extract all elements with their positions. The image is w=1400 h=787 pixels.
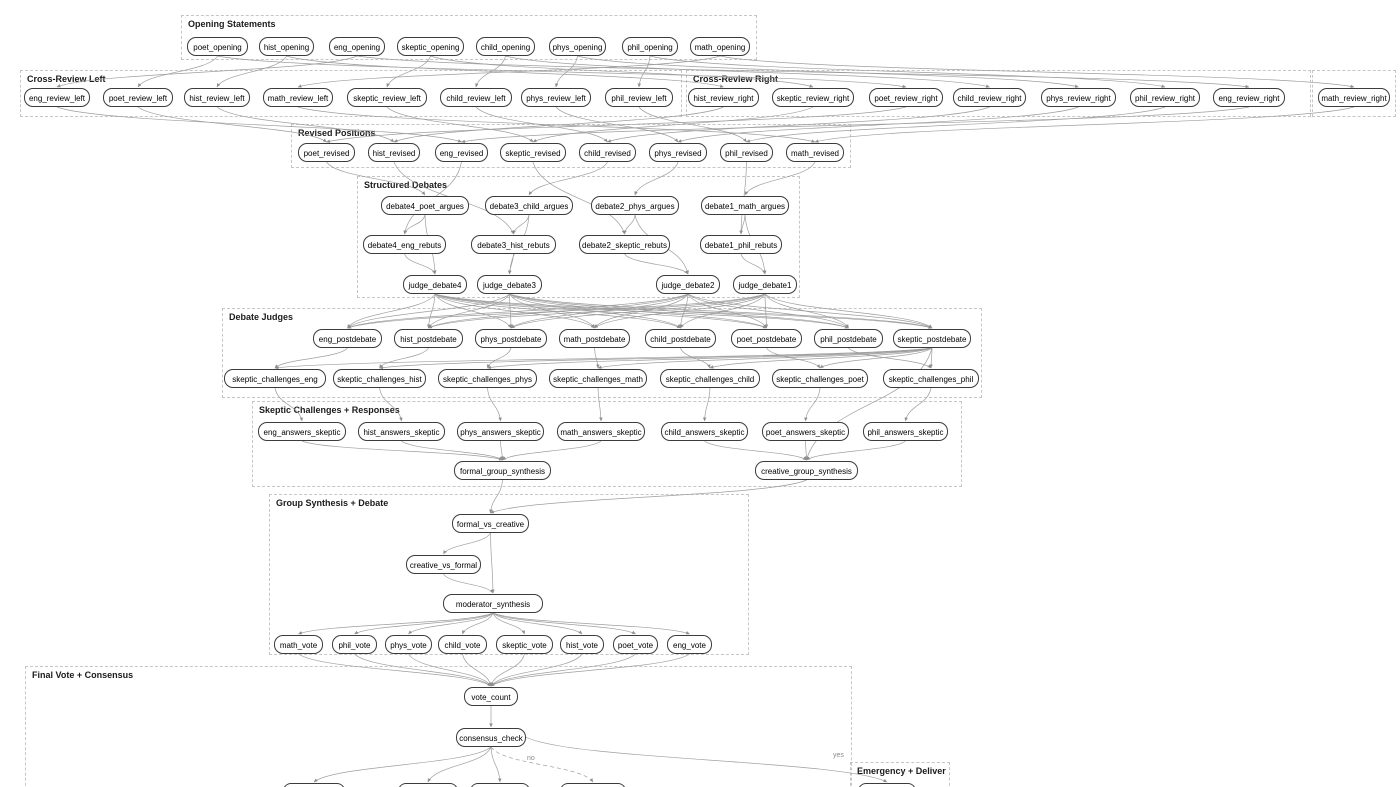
node-skeptic_challenges_phys: skeptic_challenges_phys [438, 369, 537, 388]
node-math_review_right: math_review_right [1318, 88, 1390, 107]
node-phys_vote: phys_vote [385, 635, 432, 654]
node-eng_review_right: eng_review_right [1213, 88, 1285, 107]
node-skeptic_revised: skeptic_revised [500, 143, 566, 162]
node-math_answers_skeptic: math_answers_skeptic [557, 422, 645, 441]
node-stub_a [283, 783, 345, 787]
node-phil_postdebate: phil_postdebate [814, 329, 883, 348]
node-skeptic_challenges_child: skeptic_challenges_child [660, 369, 760, 388]
cluster-label-group-synthesis-debate: Group Synthesis + Debate [276, 498, 389, 508]
node-stub_c [470, 783, 530, 787]
node-child_revised: child_revised [579, 143, 636, 162]
node-poet_postdebate: poet_postdebate [731, 329, 802, 348]
node-phys_answers_skeptic: phys_answers_skeptic [457, 422, 544, 441]
node-phil_revised: phil_revised [720, 143, 773, 162]
cluster-label-skeptic-challenges-responses: Skeptic Challenges + Responses [259, 405, 400, 415]
node-hist_vote: hist_vote [560, 635, 604, 654]
cluster-label-final-vote-consensus: Final Vote + Consensus [32, 670, 134, 680]
node-debate4_poet_argues: debate4_poet_argues [381, 196, 469, 215]
node-debate2_phys_argues: debate2_phys_argues [591, 196, 679, 215]
node-skeptic_challenges_eng: skeptic_challenges_eng [224, 369, 326, 388]
node-skeptic_challenges_hist: skeptic_challenges_hist [333, 369, 426, 388]
cluster-label-opening-statements: Opening Statements [188, 19, 276, 29]
node-poet_vote: poet_vote [613, 635, 658, 654]
cluster-label-structured-debates: Structured Debates [364, 180, 448, 190]
node-skeptic_review_right: skeptic_review_right [772, 88, 854, 107]
node-math_revised: math_revised [786, 143, 844, 162]
node-skeptic_challenges_math: skeptic_challenges_math [549, 369, 647, 388]
node-phil_answers_skeptic: phil_answers_skeptic [863, 422, 948, 441]
node-hist_postdebate: hist_postdebate [394, 329, 463, 348]
node-judge_debate3: judge_debate3 [477, 275, 542, 294]
node-child_opening: child_opening [476, 37, 535, 56]
node-debate2_skeptic_rebuts: debate2_skeptic_rebuts [579, 235, 670, 254]
node-hist_review_left: hist_review_left [184, 88, 250, 107]
node-moderator_synthesis: moderator_synthesis [443, 594, 543, 613]
node-phil_review_right: phil_review_right [1130, 88, 1200, 107]
node-poet_revised: poet_revised [298, 143, 355, 162]
node-skeptic_challenges_poet: skeptic_challenges_poet [772, 369, 868, 388]
node-judge_debate4: judge_debate4 [403, 275, 467, 294]
node-skeptic_vote: skeptic_vote [496, 635, 553, 654]
node-vote_count: vote_count [464, 687, 518, 706]
node-formal_vs_creative: formal_vs_creative [452, 514, 529, 533]
node-eng_opening: eng_opening [329, 37, 385, 56]
node-phys_opening: phys_opening [549, 37, 606, 56]
node-math_opening: math_opening [690, 37, 750, 56]
node-phil_review_left: phil_review_left [605, 88, 673, 107]
node-phil_vote: phil_vote [332, 635, 377, 654]
node-debate3_hist_rebuts: debate3_hist_rebuts [471, 235, 556, 254]
node-phys_review_left: phys_review_left [521, 88, 591, 107]
node-formal_group_synthesis: formal_group_synthesis [454, 461, 551, 480]
node-debate1_phil_rebuts: debate1_phil_rebuts [700, 235, 782, 254]
node-skeptic_review_left: skeptic_review_left [347, 88, 427, 107]
node-child_postdebate: child_postdebate [645, 329, 716, 348]
node-judge_debate2: judge_debate2 [656, 275, 720, 294]
node-phil_opening: phil_opening [622, 37, 678, 56]
node-math_vote: math_vote [274, 635, 323, 654]
node-phys_review_right: phys_review_right [1041, 88, 1116, 107]
cluster-label-debate-judges: Debate Judges [229, 312, 294, 322]
node-poet_review_left: poet_review_left [103, 88, 173, 107]
cluster-label-cross-review-right: Cross-Review Right [693, 74, 779, 84]
node-skeptic_challenges_phil: skeptic_challenges_phil [883, 369, 979, 388]
cluster-label-cross-review-left: Cross-Review Left [27, 74, 106, 84]
cluster-label-revised-positions: Revised Positions [298, 128, 376, 138]
node-phys_postdebate: phys_postdebate [475, 329, 547, 348]
node-poet_opening: poet_opening [187, 37, 248, 56]
node-child_answers_skeptic: child_answers_skeptic [661, 422, 748, 441]
cluster-final-vote-consensus: Final Vote + Consensus [25, 666, 852, 787]
node-stub_d [560, 783, 626, 787]
node-child_review_left: child_review_left [440, 88, 512, 107]
node-phys_revised: phys_revised [649, 143, 707, 162]
node-debate1_math_argues: debate1_math_argues [701, 196, 789, 215]
node-eng_review_left: eng_review_left [24, 88, 90, 107]
node-math_review_left: math_review_left [263, 88, 333, 107]
node-stub_e [858, 783, 916, 787]
node-math_postdebate: math_postdebate [559, 329, 630, 348]
node-debate4_eng_rebuts: debate4_eng_rebuts [363, 235, 446, 254]
node-hist_opening: hist_opening [259, 37, 314, 56]
node-judge_debate1: judge_debate1 [733, 275, 797, 294]
node-child_review_right: child_review_right [953, 88, 1026, 107]
node-consensus_check: consensus_check [456, 728, 526, 747]
node-hist_revised: hist_revised [368, 143, 420, 162]
node-eng_answers_skeptic: eng_answers_skeptic [258, 422, 346, 441]
node-eng_revised: eng_revised [435, 143, 488, 162]
node-eng_vote: eng_vote [667, 635, 712, 654]
node-poet_review_right: poet_review_right [869, 88, 943, 107]
node-poet_answers_skeptic: poet_answers_skeptic [762, 422, 849, 441]
node-eng_postdebate: eng_postdebate [313, 329, 382, 348]
node-skeptic_opening: skeptic_opening [397, 37, 464, 56]
node-creative_group_synthesis: creative_group_synthesis [755, 461, 858, 480]
node-creative_vs_formal: creative_vs_formal [406, 555, 481, 574]
node-hist_answers_skeptic: hist_answers_skeptic [358, 422, 445, 441]
node-child_vote: child_vote [438, 635, 487, 654]
node-stub_b [398, 783, 458, 787]
cluster-label-emergency-deliver: Emergency + Deliver [857, 766, 946, 776]
node-skeptic_postdebate: skeptic_postdebate [893, 329, 971, 348]
node-hist_review_right: hist_review_right [688, 88, 759, 107]
node-debate3_child_argues: debate3_child_argues [485, 196, 573, 215]
